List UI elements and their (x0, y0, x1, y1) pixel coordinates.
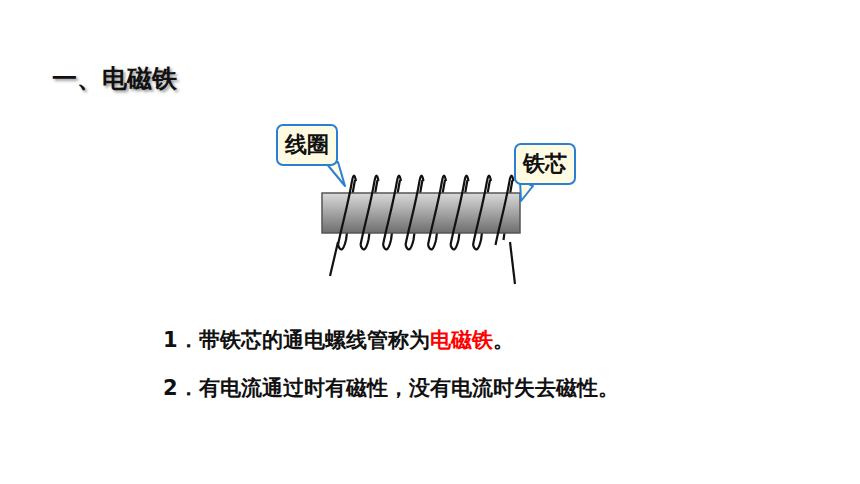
statement-line: 1．带铁芯的通电螺线管称为电磁铁。 (163, 326, 514, 354)
coil-winding (361, 240, 369, 249)
coil-winding (451, 181, 465, 245)
callout-label: 线圈 (285, 130, 329, 160)
statement-text: 2．有电流通过时有磁性，没有电流时失去磁性。 (163, 376, 619, 400)
coil-winding (473, 181, 487, 245)
coil-lead (510, 242, 515, 284)
coil-winding (338, 240, 346, 249)
coil-winding (487, 176, 491, 182)
callout-box: 铁芯 (514, 143, 576, 185)
callout-label: 铁芯 (523, 149, 567, 179)
coil-winding (338, 181, 352, 245)
coil-winding (496, 181, 510, 245)
callout-box: 线圈 (276, 124, 338, 166)
statement-text: 1．带铁芯的通电螺线管称为 (163, 328, 430, 352)
coil-winding (361, 181, 375, 245)
statement-line: 2．有电流通过时有磁性，没有电流时失去磁性。 (163, 374, 619, 402)
coil-winding (451, 240, 459, 249)
coil-winding (442, 176, 446, 182)
coil-winding (510, 176, 514, 182)
coil-winding (473, 240, 481, 249)
section-title: 一、电磁铁 (52, 62, 177, 95)
coil-winding (428, 181, 442, 245)
coil-winding (428, 240, 436, 249)
iron-core (322, 193, 520, 233)
statement-text: 。 (493, 328, 514, 352)
coil-winding (352, 176, 356, 182)
coil-winding (383, 240, 391, 249)
coil-winding (406, 181, 420, 245)
coil-front (338, 176, 514, 250)
coil-lead (330, 242, 338, 276)
coil-winding (383, 181, 397, 245)
highlight-term: 电磁铁 (430, 328, 493, 352)
coil-winding (375, 176, 379, 182)
coil-winding (420, 176, 424, 182)
coil-winding (406, 240, 414, 249)
coil-winding (465, 176, 469, 182)
coil-winding (397, 176, 401, 182)
